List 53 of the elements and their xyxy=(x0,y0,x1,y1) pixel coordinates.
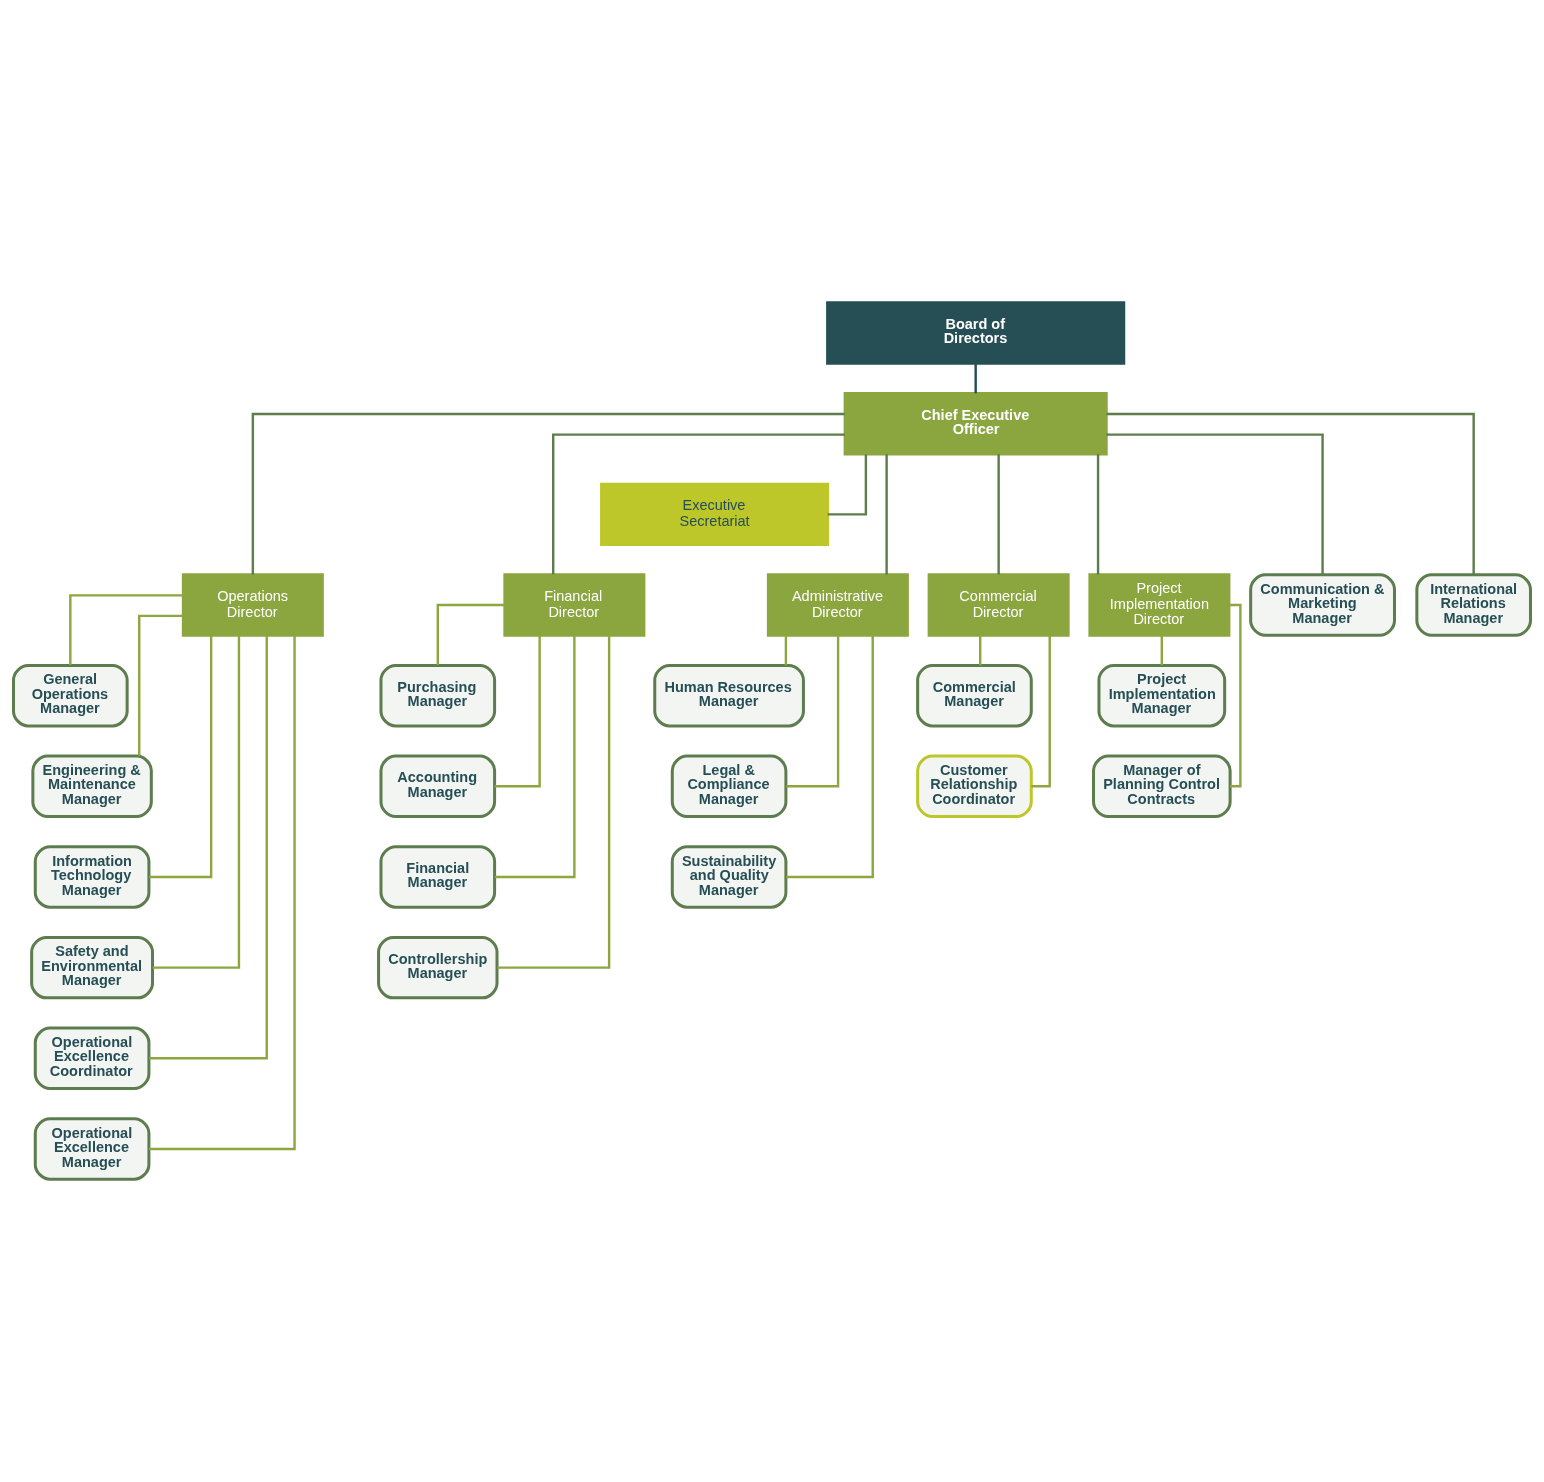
node-box: Customer Relationship Coordinator xyxy=(916,754,1033,819)
node-box: Purchasing Manager xyxy=(379,663,497,728)
node-box: Information Technology Manager xyxy=(33,845,151,909)
node-box: General Operations Manager xyxy=(12,663,129,728)
connector xyxy=(827,454,868,516)
node-box: Communication & Marketing Manager xyxy=(1249,573,1396,637)
connector xyxy=(251,412,845,575)
connector xyxy=(997,454,1000,575)
node-box: International Relations Manager xyxy=(1415,573,1532,637)
connector xyxy=(786,635,840,788)
node-box: Operational Excellence Coordinator xyxy=(33,1026,151,1090)
connector xyxy=(1106,433,1324,575)
connector xyxy=(974,363,977,394)
connector xyxy=(149,635,268,1060)
node-box: Chief Executive Officer xyxy=(843,392,1108,456)
node-box: Executive Secretariat xyxy=(600,482,830,547)
node-box: Board of Directors xyxy=(826,301,1126,365)
node-box: Safety and Environmental Manager xyxy=(30,935,155,1000)
node-box: Operational Excellence Manager xyxy=(33,1117,151,1181)
connector xyxy=(885,454,888,575)
connector xyxy=(979,635,982,666)
node-box: Commercial Manager xyxy=(916,663,1033,728)
node-box: Accounting Manager xyxy=(379,754,497,819)
node-box: Controllership Manager xyxy=(377,935,499,1000)
node-box: Legal & Compliance Manager xyxy=(670,754,788,819)
connector xyxy=(494,635,576,879)
node-box: Operations Director xyxy=(181,573,324,637)
connector xyxy=(149,635,213,879)
connector xyxy=(1096,454,1100,575)
node-box: Engineering & Maintenance Manager xyxy=(31,754,153,819)
connector xyxy=(149,635,296,1151)
node-box: Project Implementation Manager xyxy=(1097,663,1227,728)
connector xyxy=(494,635,541,788)
connector xyxy=(138,614,184,756)
connector xyxy=(1106,412,1475,575)
connector xyxy=(497,635,611,969)
node-box: Manager of Planning Control Contracts xyxy=(1092,754,1232,819)
connector xyxy=(552,433,845,575)
node-box: Financial Manager xyxy=(379,845,497,909)
node-box: Financial Director xyxy=(503,573,646,637)
connector xyxy=(784,635,788,666)
connector xyxy=(152,635,241,969)
connector xyxy=(1031,635,1051,788)
node-box: Sustainability and Quality Manager xyxy=(670,845,788,909)
connector xyxy=(69,594,184,666)
node-box: Human Resources Manager xyxy=(653,663,805,728)
node-box: Commercial Director xyxy=(927,573,1070,637)
node-box: Project Implementation Director xyxy=(1088,573,1231,637)
connector xyxy=(1160,635,1164,666)
connector xyxy=(786,635,874,879)
connector xyxy=(436,603,505,665)
node-box: Administrative Director xyxy=(766,573,909,637)
connector xyxy=(1229,603,1242,788)
